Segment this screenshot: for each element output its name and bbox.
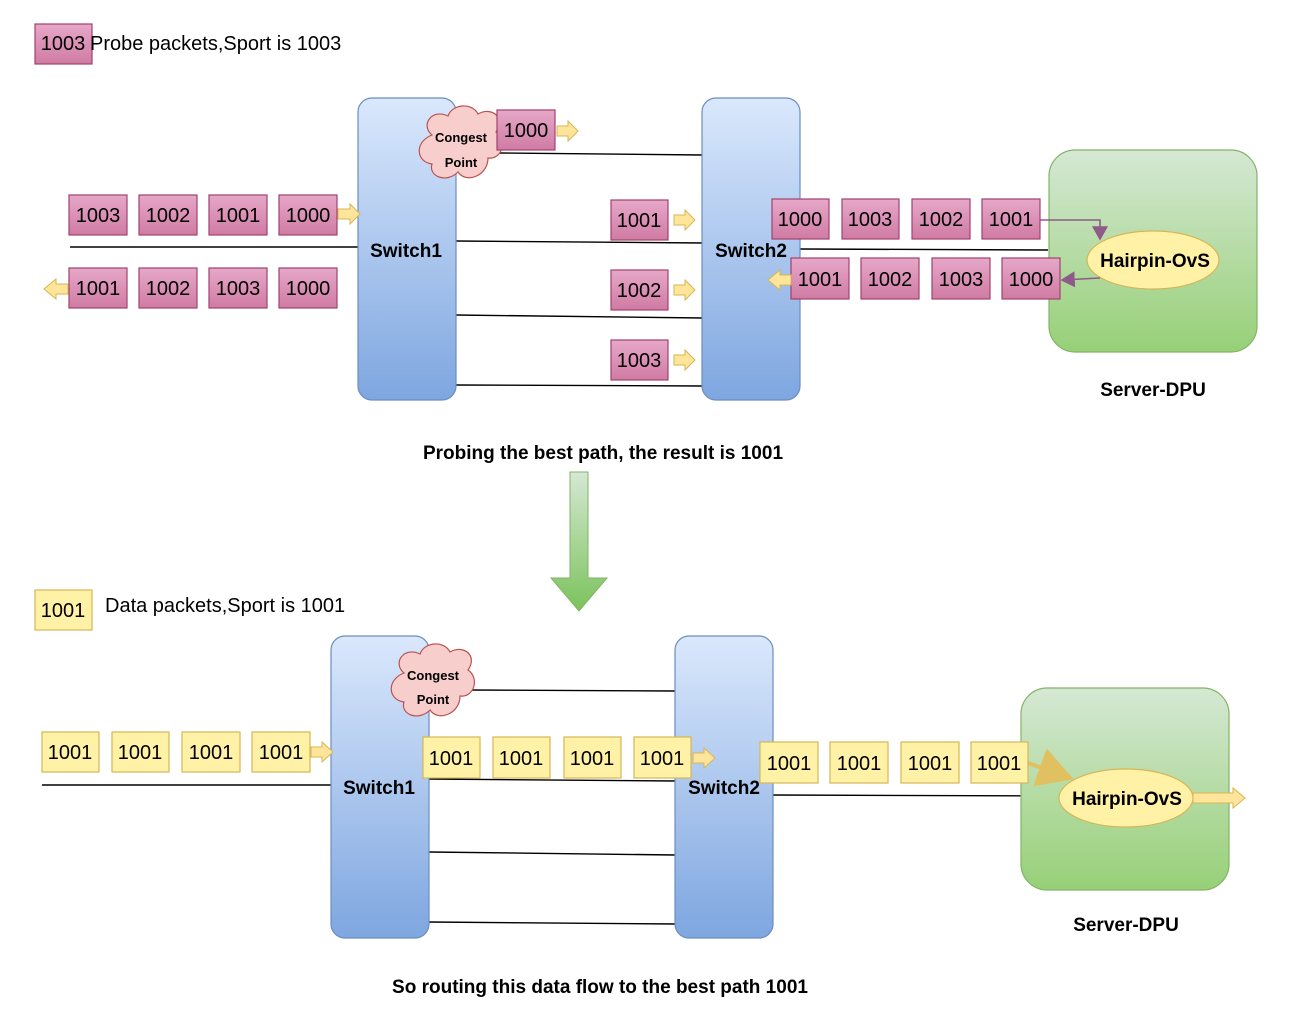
packet-label: 1001 — [118, 742, 163, 764]
packet-label: 1001 — [837, 753, 882, 775]
legend-data-box-label: 1001 — [41, 600, 86, 622]
packet-label: 1003 — [216, 278, 261, 300]
top-congest-label-1: Congest — [435, 130, 488, 145]
bottom-congest-label-1: Congest — [407, 668, 460, 683]
probe-caption: Probing the best path, the result is 100… — [423, 443, 783, 464]
bottom-links — [42, 689, 1059, 925]
bottom-middle-packets: 1001 1001 1001 1001 — [422, 736, 692, 779]
routing-caption: So routing this data flow to the best pa… — [392, 977, 808, 998]
bottom-path-1000-line — [469, 689, 677, 692]
bottom-cloud-icon: Congest Point — [390, 643, 476, 717]
packet-label: 1001 — [76, 278, 121, 300]
legend-data-text: Data packets,Sport is 1001 — [105, 595, 345, 617]
packet-label: 1003 — [76, 205, 121, 227]
bottom-switch2 — [674, 635, 774, 939]
right-arrow-icon — [310, 740, 334, 764]
packet-label: 1001 — [429, 748, 474, 770]
packet-label: 1001 — [767, 753, 812, 775]
packet-label: 1002 — [868, 269, 913, 291]
packet-label: 1000 — [778, 209, 823, 231]
bottom-path-1002-line — [428, 851, 677, 856]
legend-probe: 1003 Probe packets,Sport is 1003 — [34, 23, 341, 65]
top-switch2-label: Switch2 — [715, 241, 787, 262]
packet-label: 1003 — [617, 350, 662, 372]
bottom-path-1003-line — [428, 921, 677, 925]
packet-label: 1001 — [977, 753, 1022, 775]
top-switch1-label: Switch1 — [370, 241, 442, 262]
right-arrow-icon — [337, 202, 361, 226]
packet-label: 1003 — [848, 209, 893, 231]
top-switch2 — [701, 97, 801, 401]
packet-label: 1002 — [919, 209, 964, 231]
top-path-packets: 1000 1001 1002 1003 — [496, 109, 669, 381]
packet-label: 1001 — [216, 205, 261, 227]
top-path-1001-line — [455, 240, 704, 244]
right-arrow-icon — [692, 746, 716, 770]
bottom-to-hairpin-packets: 1001 1001 1001 1001 — [759, 741, 1029, 784]
bottom-to-hairpin-arrow — [1027, 748, 1074, 787]
right-arrow-icon — [1192, 786, 1246, 810]
legend-data: 1001 Data packets,Sport is 1001 — [34, 589, 345, 631]
packet-label: 1001 — [189, 742, 234, 764]
left-arrow-icon — [43, 277, 69, 301]
bottom-congest-label-2: Point — [417, 692, 450, 707]
right-arrow-icon — [556, 119, 579, 143]
top-to-hairpin-arrow — [1040, 219, 1108, 241]
bottom-server-label: Server-DPU — [1073, 915, 1179, 936]
legend-probe-box — [34, 23, 93, 65]
packet-label: 1003 — [939, 269, 984, 291]
packet-label: 1002 — [617, 280, 662, 302]
packet-label: 1001 — [259, 742, 304, 764]
packet-label: 1001 — [640, 748, 685, 770]
top-from-hairpin-arrow — [1060, 271, 1101, 288]
top-cloud-icon: Congest Point — [418, 105, 504, 179]
packet-label: 1000 — [1009, 269, 1054, 291]
right-arrow-icon — [673, 208, 696, 232]
left-arrow-icon — [767, 268, 792, 292]
packet-label: 1001 — [908, 753, 953, 775]
top-path-1002-line — [455, 314, 704, 319]
right-arrow-icon — [673, 278, 696, 302]
packet-label: 1001 — [617, 210, 662, 232]
top-path-1000-line — [497, 152, 704, 156]
top-hairpin-label: Hairpin-OvS — [1100, 251, 1210, 272]
legend-probe-text: Probe packets,Sport is 1003 — [90, 33, 341, 55]
bottom-switch1-label: Switch1 — [343, 778, 415, 799]
bottom-hairpin-label: Hairpin-OvS — [1072, 789, 1182, 810]
bottom-switch1 — [330, 635, 430, 939]
packet-label: 1001 — [499, 748, 544, 770]
packet-label: 1001 — [570, 748, 615, 770]
packet-label: 1000 — [286, 205, 331, 227]
top-congest-label-2: Point — [445, 155, 478, 170]
packet-label: 1000 — [286, 278, 331, 300]
right-arrow-icon — [673, 348, 696, 372]
top-returning-packets: 1001 1002 1003 1000 — [68, 267, 338, 309]
down-arrow-icon — [549, 471, 609, 612]
top-server-label: Server-DPU — [1100, 380, 1206, 401]
packet-label: 1001 — [798, 269, 843, 291]
legend-probe-box-label: 1003 — [41, 33, 86, 55]
top-path-1003-line — [455, 384, 704, 387]
top-incoming-packets: 1003 1002 1001 1000 — [68, 194, 338, 236]
bottom-server-line — [771, 794, 1059, 797]
packet-label: 1002 — [146, 278, 191, 300]
bottom-incoming-packets: 1001 1001 1001 1001 — [41, 731, 311, 773]
top-from-hairpin-packets: 1001 1002 1003 1000 — [790, 257, 1061, 300]
top-server-line — [799, 248, 1049, 251]
packet-label: 1002 — [146, 205, 191, 227]
top-to-hairpin-packets: 1000 1003 1002 1001 — [771, 198, 1041, 240]
top-links — [70, 152, 1049, 387]
legend-data-box — [34, 589, 93, 631]
packet-label: 1000 — [504, 120, 549, 142]
bottom-switch2-label: Switch2 — [688, 778, 760, 799]
packet-label: 1001 — [989, 209, 1034, 231]
packet-label: 1001 — [48, 742, 93, 764]
bottom-path-1001-line — [428, 778, 677, 782]
top-hairpin-ovs — [1086, 230, 1220, 290]
top-switch1 — [357, 97, 457, 401]
